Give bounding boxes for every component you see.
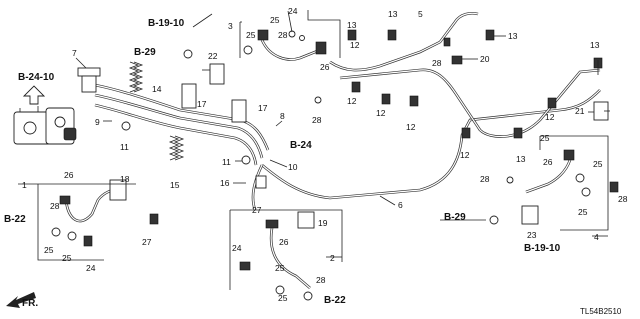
abs-modulator xyxy=(13,106,77,145)
callout: 28 xyxy=(432,58,442,68)
callout: 25 xyxy=(246,30,256,40)
callout: 13 xyxy=(388,9,398,19)
callout: 7 xyxy=(72,48,77,58)
clip-coils xyxy=(128,61,247,161)
callout: 26 xyxy=(279,237,289,247)
fasteners xyxy=(121,35,514,225)
callout: 21 xyxy=(575,106,585,116)
hose-2 xyxy=(239,211,315,301)
callout: 24 xyxy=(232,243,242,253)
callout: 25 xyxy=(278,293,288,303)
callout: 6 xyxy=(398,200,403,210)
ref-b1910-top[interactable]: B-19-10 xyxy=(148,18,185,29)
ref-b29-right[interactable]: B-29 xyxy=(444,212,466,223)
callout: 25 xyxy=(270,15,280,25)
callout: 5 xyxy=(418,9,423,19)
callout: 25 xyxy=(275,263,285,273)
callout: 13 xyxy=(516,154,526,164)
ref-b24[interactable]: B-24 xyxy=(290,140,312,151)
callout: 28 xyxy=(50,201,60,211)
leader-lines xyxy=(18,10,610,258)
callout: 18 xyxy=(120,174,130,184)
callout: 20 xyxy=(480,54,490,64)
callout: 22 xyxy=(208,51,218,61)
callout: 17 xyxy=(197,99,207,109)
callout: 13 xyxy=(590,40,600,50)
ref-b2410[interactable]: B-24-10 xyxy=(18,72,55,83)
callout: 23 xyxy=(527,230,537,240)
callout: 9 xyxy=(95,117,100,127)
callout: 16 xyxy=(220,178,230,188)
callouts: 1 2 3 4 5 6 7 8 9 10 11 11 12 12 12 12 1… xyxy=(22,6,628,303)
callout: 17 xyxy=(258,103,268,113)
callout: 10 xyxy=(288,162,298,172)
callout: 28 xyxy=(316,275,326,285)
callout: 24 xyxy=(86,263,96,273)
callout: 12 xyxy=(347,96,357,106)
callout: 25 xyxy=(593,159,603,169)
front-direction-arrow xyxy=(6,292,36,308)
callout: 4 xyxy=(594,232,599,242)
bracket-7 xyxy=(75,57,101,93)
callout: 11 xyxy=(222,157,231,167)
callout: 13 xyxy=(347,20,357,30)
group-frames xyxy=(37,10,609,290)
callout: 26 xyxy=(320,62,330,72)
callout: 28 xyxy=(278,30,288,40)
b2410-arrow xyxy=(22,85,46,105)
callout: 25 xyxy=(578,207,588,217)
callout: 26 xyxy=(64,170,74,180)
callout: 28 xyxy=(312,115,322,125)
callout: 27 xyxy=(252,205,262,215)
pipe-clips xyxy=(347,29,603,139)
callout: 12 xyxy=(350,40,360,50)
callout: 25 xyxy=(44,245,54,255)
front-hose-3 xyxy=(243,29,327,61)
callout: 28 xyxy=(480,174,490,184)
callout: 27 xyxy=(142,237,152,247)
callout: 2 xyxy=(330,253,335,263)
callout: 3 xyxy=(228,21,233,31)
callout: 1 xyxy=(22,180,27,190)
ref-b29-top[interactable]: B-29 xyxy=(134,47,156,58)
ref-b22-bottom[interactable]: B-22 xyxy=(324,295,346,306)
callout: 8 xyxy=(280,111,285,121)
callout: 25 xyxy=(62,253,72,263)
ref-b1910-bottom[interactable]: B-19-10 xyxy=(524,243,561,254)
callout: 12 xyxy=(545,112,555,122)
ref-b22-left[interactable]: B-22 xyxy=(4,214,26,225)
callout: 12 xyxy=(460,150,470,160)
callout: 13 xyxy=(508,31,518,41)
callout: 25 xyxy=(540,133,550,143)
hose-1 xyxy=(51,179,127,247)
main-brake-pipes xyxy=(94,11,601,211)
callout: 11 xyxy=(120,142,129,152)
callout: 24 xyxy=(288,6,298,16)
callout: 14 xyxy=(152,84,162,94)
callout: 12 xyxy=(406,122,416,132)
direction-label: FR. xyxy=(22,298,38,309)
callout: 19 xyxy=(318,218,328,228)
hose-4 xyxy=(521,149,619,225)
callout: 28 xyxy=(618,194,628,204)
callout: 15 xyxy=(170,180,180,190)
callout: 12 xyxy=(376,108,386,118)
diagram-code: TL54B2510 xyxy=(580,307,622,316)
clamp-22 xyxy=(202,63,225,85)
callout: 26 xyxy=(543,157,553,167)
